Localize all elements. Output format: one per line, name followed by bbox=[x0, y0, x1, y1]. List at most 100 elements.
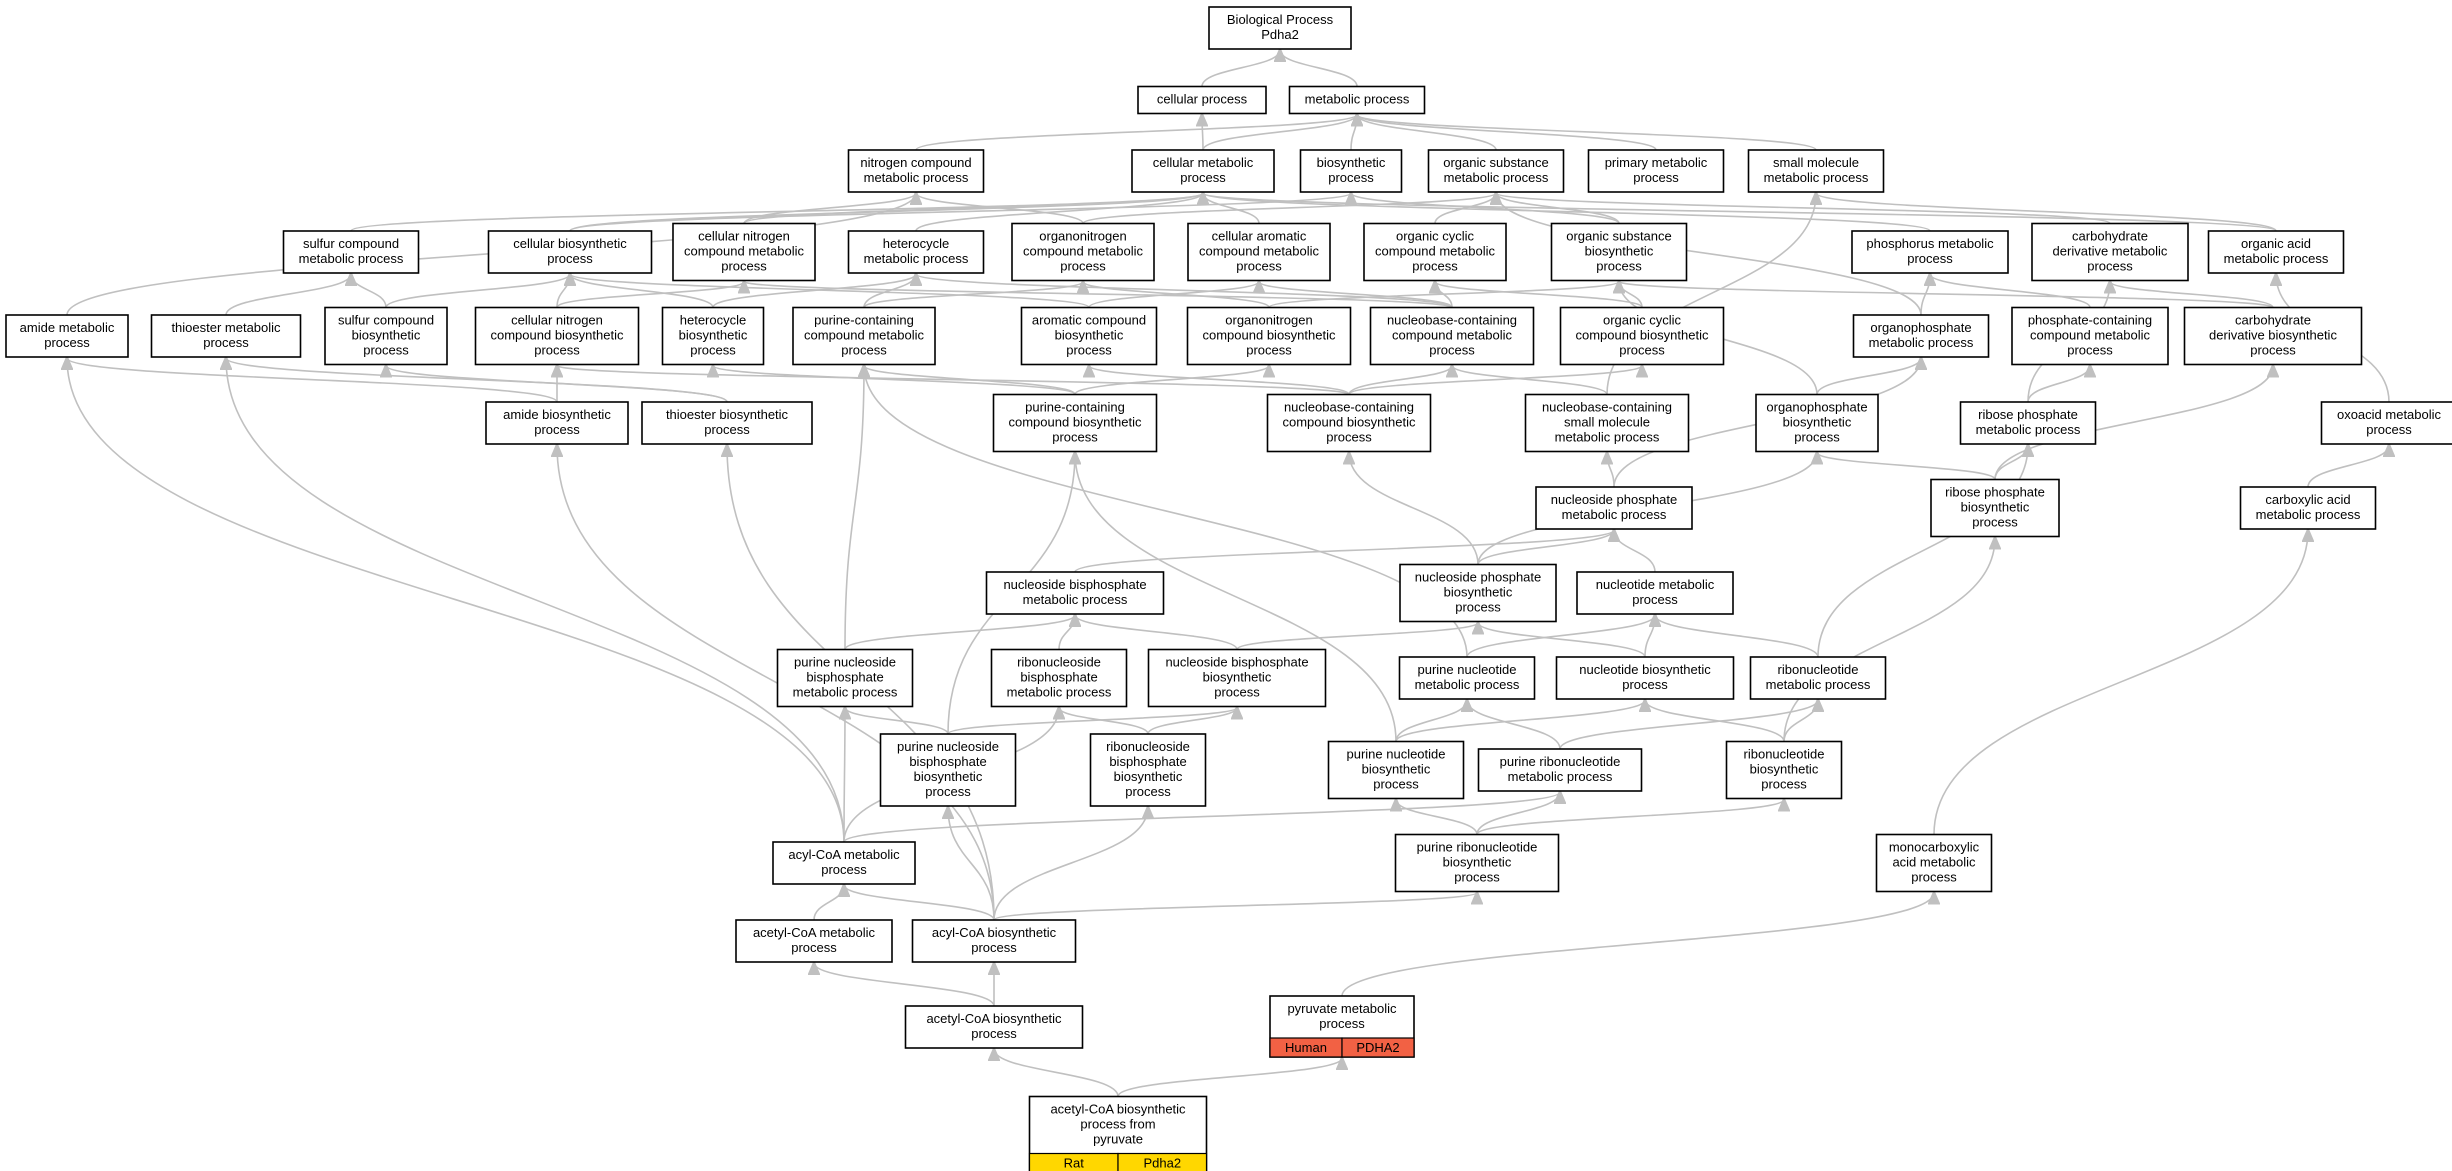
node-label-line: process bbox=[44, 335, 90, 350]
node-label-line: biosynthetic bbox=[1114, 769, 1183, 784]
node-label-line: organic cyclic bbox=[1603, 313, 1682, 328]
node-label-line: metabolic process bbox=[1444, 170, 1549, 185]
node-label-line: bisphosphate bbox=[1109, 754, 1186, 769]
node-label-line: nucleotide biosynthetic bbox=[1579, 662, 1711, 677]
go-term-node-pnbbp[interactable]: purine nucleosidebisphosphatebiosyntheti… bbox=[879, 733, 1017, 807]
node-label-line: biosynthetic bbox=[914, 769, 983, 784]
go-term-node-mp[interactable]: metabolic process bbox=[1288, 85, 1426, 115]
edge-pccbp-to-hbp bbox=[713, 366, 1076, 396]
node-label-line: organic cyclic bbox=[1396, 229, 1475, 244]
node-label-line: process bbox=[821, 862, 867, 877]
node-label-line: process bbox=[1060, 259, 1106, 274]
node-box bbox=[1930, 478, 2060, 538]
node-label-line: process bbox=[363, 343, 409, 358]
node-label-line: nucleoside phosphate bbox=[1551, 492, 1678, 507]
edge-tbp-to-scbp bbox=[386, 366, 728, 403]
node-label-line: purine-containing bbox=[814, 313, 914, 328]
node-label-line: process bbox=[1319, 1016, 1365, 1031]
edge-npmp-to-nbcsm bbox=[1607, 453, 1615, 488]
node-label-line: process bbox=[1911, 870, 1957, 885]
node-label-line: biosynthetic bbox=[1362, 762, 1431, 777]
node-label-line: small molecule bbox=[1773, 155, 1859, 170]
node-label-line: process bbox=[1328, 170, 1374, 185]
node-label-line: metabolic process bbox=[1007, 685, 1112, 700]
go-term-node-rnbbp[interactable]: ribonucleosidebisphosphatebiosyntheticpr… bbox=[1089, 733, 1207, 807]
node-label-line: derivative metabolic bbox=[2053, 244, 2168, 259]
node-box bbox=[1089, 733, 1207, 807]
node-label-line: process bbox=[547, 251, 593, 266]
annotation-tag-label: Rat bbox=[1064, 1156, 1085, 1171]
go-term-node-cp[interactable]: cellular process bbox=[1137, 85, 1267, 115]
node-label-line: process bbox=[1454, 870, 1500, 885]
edge-rntbp-to-ntbp bbox=[1645, 700, 1785, 742]
node-box bbox=[1875, 833, 1993, 893]
node-box bbox=[1398, 656, 1536, 700]
node-label-line: process bbox=[971, 940, 1017, 955]
edge-rntbp-to-rpbp bbox=[1783, 538, 1995, 742]
go-term-node-nbsbp[interactable]: nucleoside bisphosphatebiosyntheticproce… bbox=[1147, 648, 1327, 708]
edge-layer bbox=[67, 50, 2389, 1097]
